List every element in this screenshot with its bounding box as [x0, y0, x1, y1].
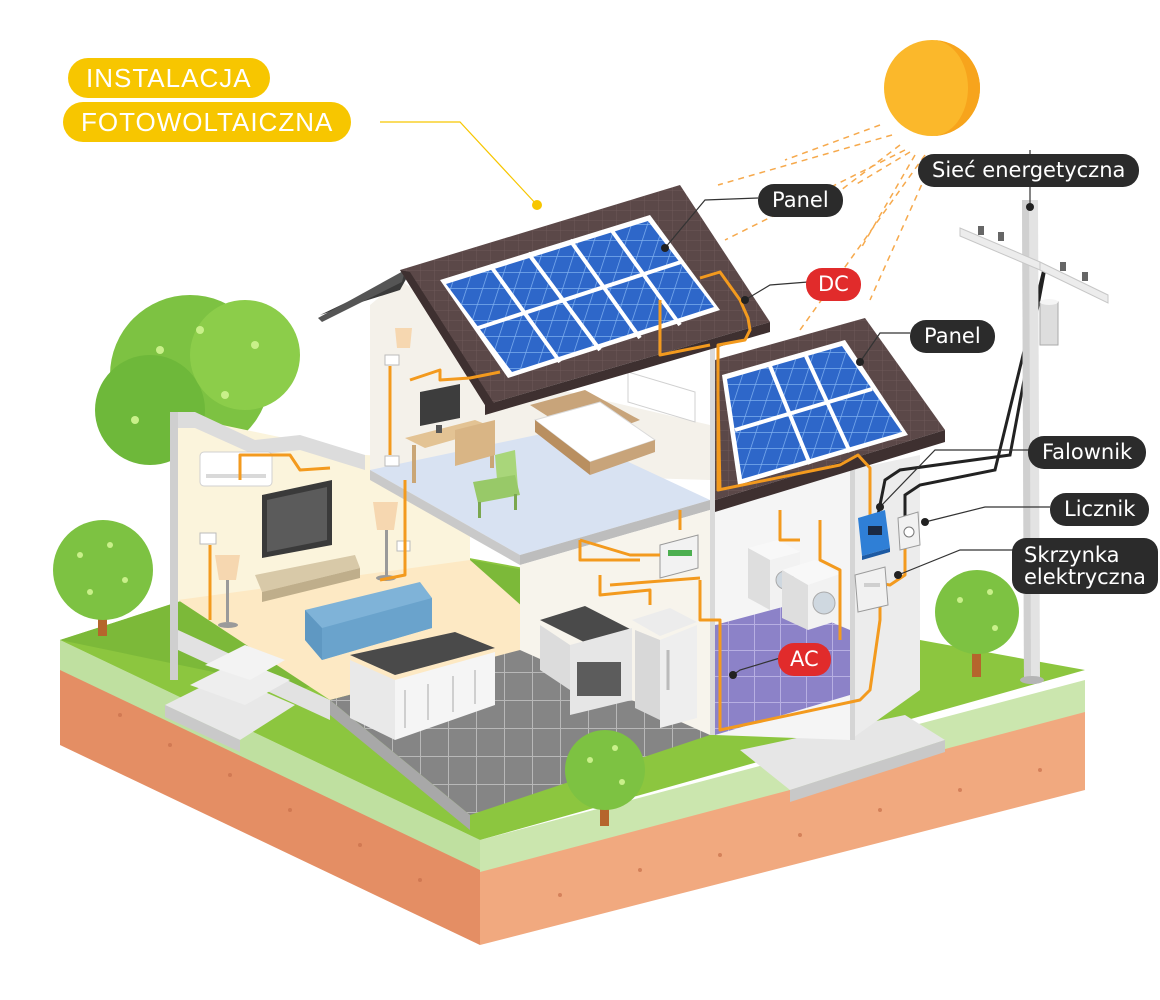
label-breaker-box-line-1: Skrzynka	[1024, 543, 1120, 567]
grid-cable	[876, 264, 1047, 520]
meter-icon	[897, 511, 921, 551]
tree-icon	[565, 730, 645, 826]
label-meter: Licznik	[1050, 493, 1150, 526]
solar-panel-icon	[722, 340, 908, 485]
label-ac: AC	[778, 643, 831, 676]
inverter-icon	[858, 510, 890, 560]
main-house	[330, 280, 715, 830]
tree-icon	[935, 570, 1019, 677]
main-roof	[318, 185, 770, 415]
breaker-box-icon	[854, 566, 889, 613]
label-panel-right: Panel	[910, 320, 995, 353]
right-roof	[715, 318, 945, 512]
label-breaker-box-line-2: elektryczna	[1024, 565, 1146, 590]
callout-dots	[532, 200, 1034, 679]
title-line-2: FOTOWOLTAICZNA	[63, 102, 352, 142]
label-panel-top: Panel	[758, 184, 843, 217]
tree-icon	[53, 520, 153, 636]
label-dc: DC	[806, 268, 861, 301]
wiring	[208, 270, 907, 732]
front-steps	[165, 645, 295, 752]
solar-panel-icon	[440, 215, 720, 378]
sidewalk	[740, 715, 945, 802]
label-breaker-box: Skrzynka elektryczna	[1012, 538, 1158, 595]
label-inverter: Falownik	[1028, 436, 1147, 469]
sun-icon	[884, 40, 980, 136]
label-grid: Sieć energetyczna	[918, 154, 1140, 187]
title-line-1: INSTALACJA	[68, 58, 270, 98]
